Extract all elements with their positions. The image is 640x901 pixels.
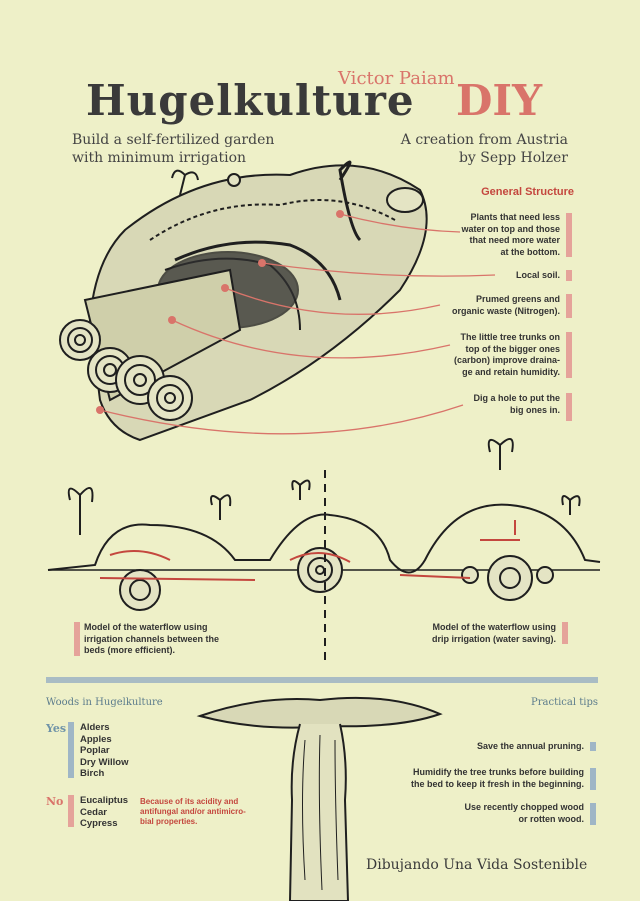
tip-line: or rotten wood. — [518, 813, 585, 824]
note-line: The little tree trunks on — [460, 332, 560, 342]
caption-marker — [562, 622, 568, 644]
note-marker — [566, 393, 572, 421]
note-marker — [566, 332, 572, 378]
tip-item: Use recently chopped wood or rotten wood… — [380, 802, 584, 825]
woods-yes-list: Alders Apples Poplar Dry Willow Birch — [80, 722, 128, 780]
footer-credit: Dibujando Una Vida Sostenible — [366, 857, 588, 873]
tree-illustration — [196, 696, 443, 901]
note-marker — [566, 270, 572, 281]
note-marker — [566, 294, 572, 318]
tips-heading: Practical tips — [531, 697, 598, 708]
subtitle-left: Build a self-fertilized garden with mini… — [72, 131, 274, 167]
note-line: ge and retain humidity. — [462, 366, 560, 377]
note-line: Prumed greens and — [475, 294, 560, 304]
tip-line: Use recently chopped wood — [464, 802, 584, 812]
structure-note-plants: Plants that need less water on top and t… — [420, 212, 560, 258]
yes-marker — [68, 722, 74, 778]
note-line: at the bottom. — [500, 246, 561, 257]
list-item: Cedar — [80, 806, 107, 818]
woods-yes-label: Yes — [46, 722, 67, 735]
waterflow-caption-left: Model of the waterflow using irrigation … — [84, 622, 254, 657]
tip-line: the bed to keep it fresh in the beginnin… — [410, 778, 584, 789]
note-line: that need more water — [469, 235, 560, 245]
tip-marker — [590, 803, 596, 825]
woods-no-list: Eucaliptus Cedar Cypress — [80, 795, 128, 830]
reason-line: bial properties. — [140, 817, 198, 826]
note-line: top of the bigger ones — [465, 343, 561, 354]
waterflow-caption-right: Model of the waterflow using drip irriga… — [400, 622, 556, 645]
structure-note-soil: Local soil. — [420, 270, 560, 282]
list-item: Poplar — [80, 745, 110, 756]
list-item: Apples — [80, 733, 112, 745]
caption-line: Model of the waterflow using — [84, 622, 208, 632]
subtitle-right: A creation from Austria by Sepp Holzer — [400, 131, 568, 167]
structure-note-greens: Prumed greens and organic waste (Nitroge… — [420, 294, 560, 317]
subtitle-left-line: with minimum irrigation — [72, 150, 247, 166]
subtitle-right-line: A creation from Austria — [400, 132, 568, 148]
caption-line: Model of the waterflow using — [432, 622, 557, 632]
note-marker — [566, 213, 572, 257]
subtitle-left-line: Build a self-fertilized garden — [72, 132, 275, 148]
tip-item: Humidify the tree trunks before building… — [380, 767, 584, 790]
list-item: Eucaliptus — [80, 795, 129, 806]
tip-line: Save the annual pruning. — [476, 741, 584, 751]
note-line: water on top and those — [461, 223, 560, 234]
structure-note-trunks: The little tree trunks on top of the big… — [420, 332, 560, 378]
waterflow-arrows — [99, 520, 520, 581]
note-line: (carbon) improve draina- — [453, 355, 560, 365]
tip-marker — [590, 768, 596, 790]
no-marker — [68, 795, 74, 827]
subtitle-right-line: by Sepp Holzer — [458, 150, 568, 166]
caption-line: beds (more efficient). — [84, 645, 176, 655]
woods-no-label: No — [46, 795, 64, 808]
hugel-mound-illustration — [59, 160, 428, 442]
tip-item: Save the annual pruning. — [380, 741, 584, 753]
list-item: Dry Willow — [80, 756, 129, 768]
note-line: big ones in. — [509, 404, 560, 415]
reason-line: antifungal and/or antimicro- — [140, 807, 246, 816]
tip-line: Humidify the tree trunks before building — [412, 767, 584, 777]
note-line: Dig a hole to put the — [473, 393, 561, 403]
structure-leader-lines — [96, 210, 496, 435]
list-item: Alders — [80, 722, 110, 733]
note-line: Local soil. — [515, 270, 560, 280]
page-title: Hugelkulture — [86, 76, 415, 125]
caption-line: irrigation channels between the — [84, 633, 220, 644]
woods-no-reason: Because of its acidity and antifungal an… — [140, 797, 260, 827]
list-item: Birch — [80, 768, 105, 779]
structure-note-hole: Dig a hole to put the big ones in. — [420, 393, 561, 416]
author-name: Victor Paiam — [338, 68, 455, 89]
caption-marker — [74, 622, 80, 656]
waterflow-illustration — [47, 437, 601, 660]
section-divider — [46, 677, 598, 683]
list-item: Cypress — [80, 818, 118, 829]
tip-marker — [590, 742, 596, 751]
reason-line: Because of its acidity and — [140, 797, 239, 806]
woods-heading: Woods in Hugelkulture — [46, 697, 163, 708]
page-title-accent: DIY — [456, 76, 543, 125]
caption-line: drip irrigation (water saving). — [431, 633, 556, 644]
general-structure-heading: General Structure — [481, 186, 574, 198]
note-line: Plants that need less — [470, 212, 560, 222]
note-line: organic waste (Nitrogen). — [451, 305, 560, 316]
